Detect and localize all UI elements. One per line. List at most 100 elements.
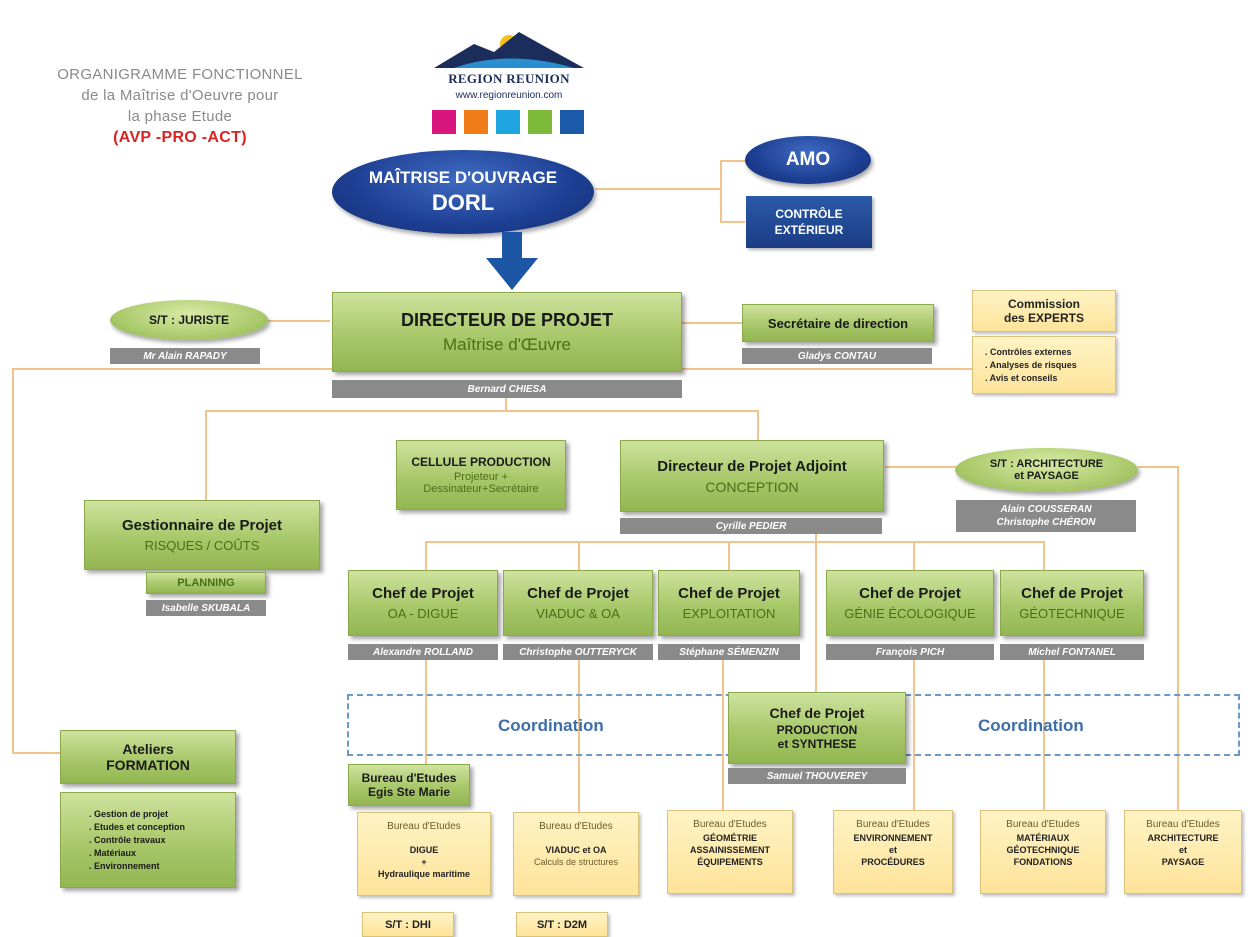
production-line-2: PRODUCTION bbox=[776, 723, 858, 737]
color-square-cyan bbox=[496, 110, 520, 134]
connector bbox=[913, 660, 915, 810]
commission-line-1: Commission bbox=[1007, 297, 1080, 311]
architecture-line-1: S/T : ARCHITECTURE bbox=[989, 458, 1104, 470]
bureau-etudes-geometrie: Bureau d'Etudes GÉOMÉTRIE ASSAINISSEMENT… bbox=[667, 810, 793, 894]
commission-experts-box: Commission des EXPERTS bbox=[972, 290, 1116, 332]
chef-title: Chef de Projet bbox=[859, 585, 961, 602]
maitrise-ouvrage-ellipse: MAÎTRISE D'OUVRAGE DORL bbox=[332, 150, 594, 234]
controle-line-2: EXTÉRIEUR bbox=[774, 223, 844, 237]
connector bbox=[425, 660, 427, 766]
cellule-line-2: Projeteur + bbox=[453, 471, 509, 483]
connector bbox=[1177, 466, 1179, 816]
bureau-line: PROCÉDURES bbox=[861, 857, 925, 867]
ateliers-item: . Contrôle travaux bbox=[89, 834, 166, 845]
connector bbox=[682, 322, 742, 324]
juriste-person: Mr Alain RAPADY bbox=[110, 348, 260, 364]
connector bbox=[815, 532, 817, 694]
cellule-production-box: CELLULE PRODUCTION Projeteur + Dessinate… bbox=[396, 440, 566, 510]
architecture-ellipse: S/T : ARCHITECTURE et PAYSAGE bbox=[955, 448, 1138, 492]
architecture-line-2: et PAYSAGE bbox=[1014, 470, 1079, 482]
connector bbox=[1138, 466, 1178, 468]
ateliers-item: . Environnement bbox=[89, 860, 160, 871]
ateliers-line-1: Ateliers bbox=[122, 741, 174, 757]
cellule-line-3: Dessinateur+Secrétaire bbox=[423, 483, 539, 495]
chef-person: Stéphane SÉMENZIN bbox=[658, 644, 800, 660]
gestionnaire-projet-box: Gestionnaire de Projet RISQUES / COÛTS bbox=[84, 500, 320, 570]
bureau-line: FONDATIONS bbox=[1013, 857, 1073, 867]
chef-sub: GÉNIE ÉCOLOGIQUE bbox=[844, 606, 976, 621]
ateliers-formation-box: Ateliers FORMATION bbox=[60, 730, 236, 784]
bureau-line: et bbox=[1178, 845, 1187, 855]
connector bbox=[722, 660, 724, 810]
amo-label: AMO bbox=[785, 149, 831, 170]
directeur-line-2: Maîtrise d'Œuvre bbox=[443, 334, 571, 354]
bureau-line: Calculs de structures bbox=[533, 857, 619, 867]
connector bbox=[425, 541, 1045, 543]
arrow-down-icon bbox=[486, 232, 538, 290]
chef-title: Chef de Projet bbox=[527, 585, 629, 602]
amo-ellipse: AMO bbox=[745, 136, 871, 184]
chef-sub: EXPLOITATION bbox=[682, 606, 776, 621]
directeur-line-1: DIRECTEUR DE PROJET bbox=[400, 309, 614, 330]
chef-projet-viaduc: Chef de Projet VIADUC & OA bbox=[503, 570, 653, 636]
region-reunion-logo: REGION REUNION www.regionreunion.com bbox=[424, 24, 594, 142]
bureau-line: Hydraulique maritime bbox=[377, 869, 471, 879]
directeur-adjoint-box: Directeur de Projet Adjoint CONCEPTION bbox=[620, 440, 884, 512]
bureau-line: VIADUC et OA bbox=[545, 845, 607, 855]
adjoint-person: Cyrille PEDIER bbox=[620, 518, 882, 534]
bureau-line: MATÉRIAUX bbox=[1016, 833, 1070, 843]
bureau-line: + bbox=[421, 857, 427, 867]
chef-person: Alexandre ROLLAND bbox=[348, 644, 498, 660]
juriste-label: S/T : JURISTE bbox=[148, 313, 229, 327]
bureau-line: GÉOMÉTRIE bbox=[702, 833, 757, 843]
moa-line-1: MAÎTRISE D'OUVRAGE bbox=[368, 168, 558, 187]
title-line-3: la phase Etude bbox=[127, 108, 233, 125]
commission-item: . Avis et conseils bbox=[985, 372, 1058, 383]
chef-sub: GÉOTECHNIQUE bbox=[1019, 606, 1125, 621]
connector bbox=[757, 410, 759, 440]
ateliers-item: . Gestion de projet bbox=[89, 808, 169, 819]
bureau-line: ARCHITECTURE bbox=[1147, 833, 1219, 843]
connector bbox=[205, 410, 758, 412]
connector bbox=[205, 410, 207, 500]
adjoint-line-2: CONCEPTION bbox=[705, 478, 799, 495]
st-d2m-box: S/T : D2M bbox=[516, 912, 608, 937]
chef-title: Chef de Projet bbox=[372, 585, 474, 602]
architecture-person-2: Christophe CHÉRON bbox=[996, 517, 1096, 528]
connector bbox=[578, 541, 580, 571]
controle-exterieur-box: CONTRÔLE EXTÉRIEUR bbox=[746, 196, 872, 248]
bureau-etudes-materiaux: Bureau d'Etudes MATÉRIAUX GÉOTECHNIQUE F… bbox=[980, 810, 1106, 894]
bureau-etudes-digue: Bureau d'Etudes DIGUE + Hydraulique mari… bbox=[357, 812, 491, 896]
bureau-line: GÉOTECHNIQUE bbox=[1006, 845, 1080, 855]
bureau-head: Bureau d'Etudes bbox=[1146, 819, 1220, 830]
bureau-head: Bureau d'Etudes bbox=[539, 821, 613, 832]
moa-line-2: DORL bbox=[431, 190, 495, 215]
directeur-person: Bernard CHIESA bbox=[332, 380, 682, 398]
planning-box: PLANNING bbox=[146, 572, 266, 594]
secretaire-box: Secrétaire de direction bbox=[742, 304, 934, 342]
connector bbox=[578, 660, 580, 816]
coordination-label-left: Coordination bbox=[498, 716, 604, 735]
st-dhi-label: S/T : DHI bbox=[385, 918, 431, 931]
chef-projet-genie-ecologique: Chef de Projet GÉNIE ÉCOLOGIQUE bbox=[826, 570, 994, 636]
connector bbox=[268, 320, 330, 322]
egis-line-1: Bureau d'Etudes bbox=[361, 771, 457, 785]
ateliers-list-box: . Gestion de projet . Etudes et concepti… bbox=[60, 792, 236, 888]
connector bbox=[720, 221, 745, 223]
bureau-etudes-architecture: Bureau d'Etudes ARCHITECTURE et PAYSAGE bbox=[1124, 810, 1242, 894]
connector bbox=[728, 541, 730, 571]
production-person: Samuel THOUVEREY bbox=[728, 768, 906, 784]
bureau-line: DIGUE bbox=[409, 845, 439, 855]
diagram-title: ORGANIGRAMME FONCTIONNEL de la Maîtrise … bbox=[20, 64, 340, 148]
chef-sub: VIADUC & OA bbox=[536, 606, 620, 621]
chef-projet-exploitation: Chef de Projet EXPLOITATION bbox=[658, 570, 800, 636]
color-square-magenta bbox=[432, 110, 456, 134]
chef-person: Christophe OUTTERYCK bbox=[503, 644, 653, 660]
ateliers-item: . Etudes et conception bbox=[89, 821, 186, 832]
st-d2m-label: S/T : D2M bbox=[536, 918, 588, 931]
color-square-orange bbox=[464, 110, 488, 134]
architecture-persons: Alain COUSSERAN Christophe CHÉRON bbox=[956, 500, 1136, 532]
secretaire-person: Gladys CONTAU bbox=[742, 348, 932, 364]
bureau-etudes-viaduc: Bureau d'Etudes VIADUC et OA Calculs de … bbox=[513, 812, 639, 896]
chef-person: Michel FONTANEL bbox=[1000, 644, 1144, 660]
